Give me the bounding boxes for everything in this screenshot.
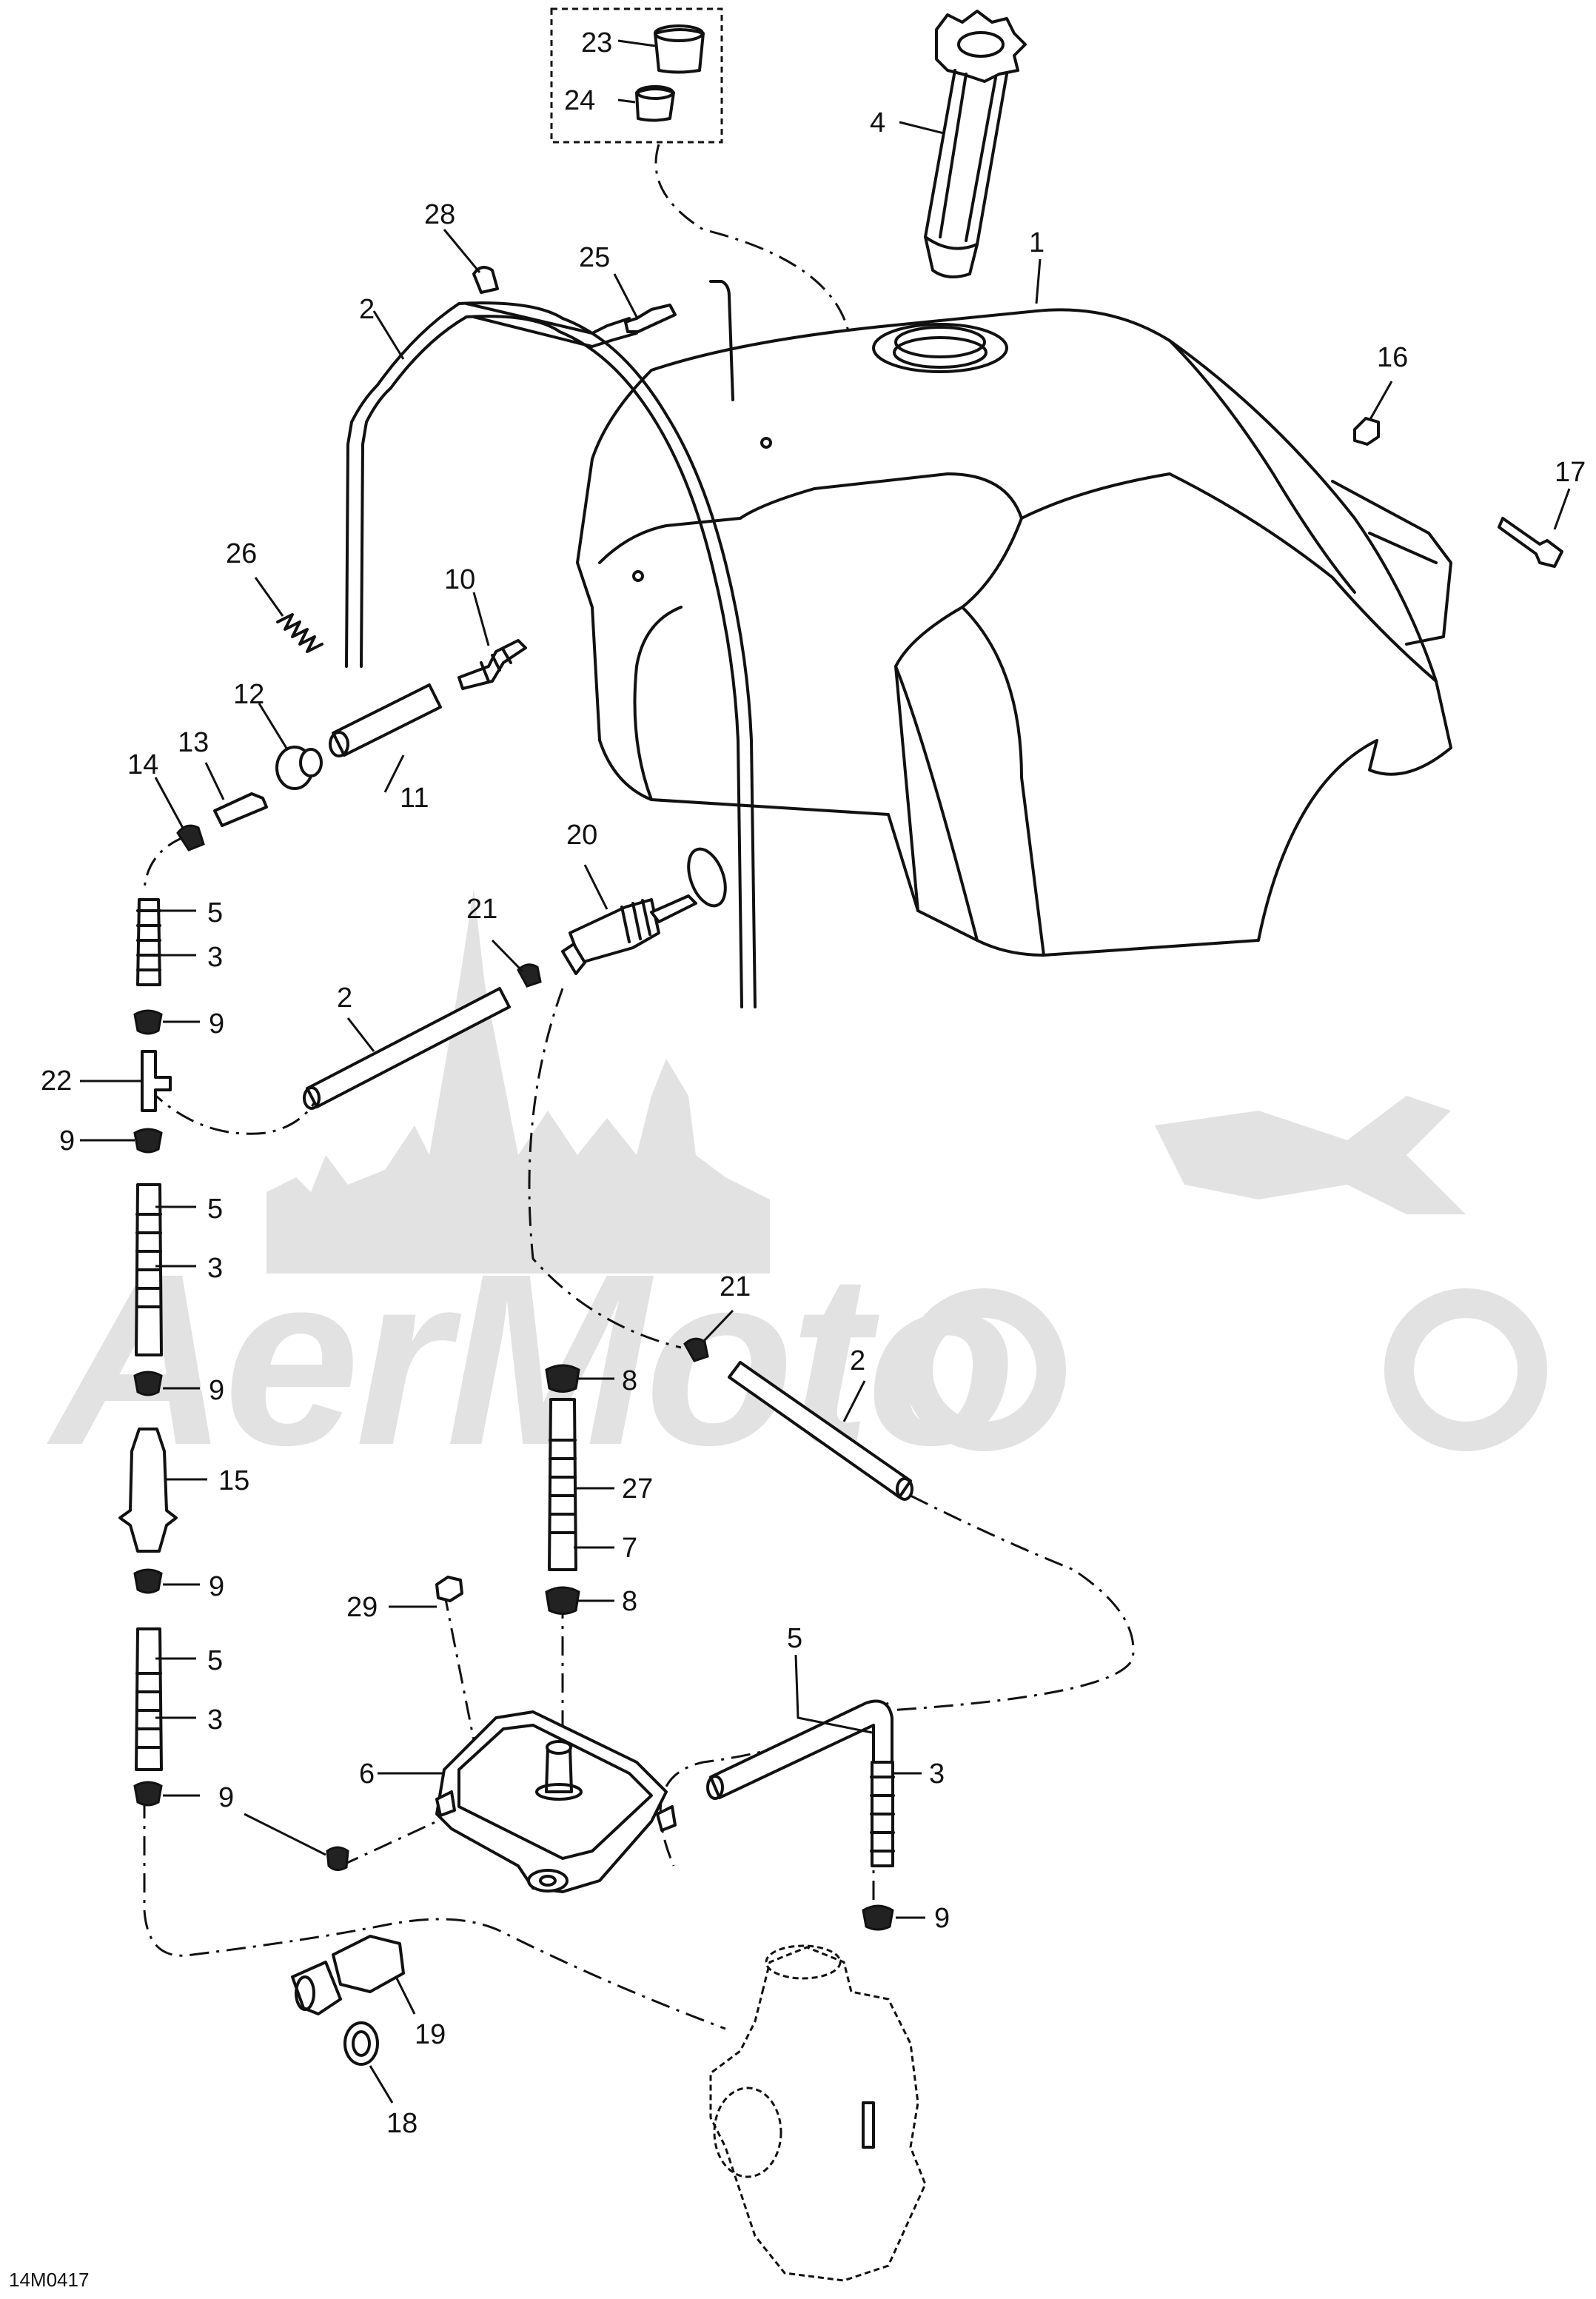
callout-3-c: 3 [207,1704,223,1736]
callout-11: 11 [400,783,429,814]
clamp-21-top [517,963,542,988]
bolt-17 [1498,517,1563,568]
callout-5-d: 5 [787,1623,802,1654]
callout-6: 6 [359,1758,375,1790]
cap-24 [635,85,675,122]
callout-4: 4 [870,107,885,138]
connector-13 [213,792,268,827]
callout-19: 19 [415,2019,446,2050]
callout-2-vent: 2 [359,294,375,325]
callout-18: 18 [386,2108,418,2139]
hose-2-upper [303,987,511,1110]
hose-stack-left [118,898,178,1807]
leader-lines [80,39,1571,2104]
primer-20 [561,847,727,975]
callout-23: 23 [581,27,612,58]
callout-8-a: 8 [622,1365,637,1396]
callout-22: 22 [41,1065,72,1097]
callout-17: 17 [1555,457,1586,488]
callout-21-b: 21 [720,1271,751,1302]
callout-2-lower: 2 [850,1345,865,1376]
clamp-14 [176,824,205,851]
fuel-tank [576,308,1452,957]
callout-29: 29 [346,1592,378,1623]
valve-19 [291,1935,405,2015]
fuel-pump-6 [435,1710,677,1893]
diagram-code: 14M0417 [9,2269,89,2291]
callout-9-d: 9 [209,1571,224,1602]
callout-3-d: 3 [929,1758,945,1790]
callout-3-b: 3 [207,1253,223,1284]
washer-18 [343,2021,379,2066]
callout-5-b: 5 [207,1194,223,1225]
hose-2-lower [728,1361,913,1501]
callout-9-b: 9 [59,1125,75,1157]
callout-27: 27 [622,1473,653,1505]
callout-5-a: 5 [207,897,223,928]
callout-9-e: 9 [218,1782,234,1813]
tube-11 [329,683,442,757]
fuel-gauge-sender [924,10,1027,278]
caps-box [550,7,723,144]
callout-labels: 23 24 4 1 28 25 2 16 17 26 10 12 13 14 1… [9,27,1586,2291]
callout-3-a: 3 [207,942,223,973]
callout-2-upper: 2 [337,983,352,1014]
callout-12: 12 [233,679,264,710]
callout-24: 24 [564,85,595,116]
vent-line [345,280,757,1008]
callout-1: 1 [1029,227,1045,258]
nut-16 [1353,417,1380,446]
callout-9-a: 9 [209,1008,224,1040]
callout-28: 28 [424,199,455,230]
callout-15: 15 [218,1465,249,1496]
nut-29 [435,1576,463,1602]
callout-9-c: 9 [209,1375,224,1406]
callout-21-a: 21 [466,894,497,925]
callout-25: 25 [579,242,610,273]
callout-13: 13 [178,727,209,758]
clamp-9-pump [326,1846,349,1871]
callout-26: 26 [226,538,257,569]
callout-9-f: 9 [934,1903,950,1934]
hose-5-right [706,1699,895,1931]
callout-5-c: 5 [207,1645,223,1676]
callout-16: 16 [1377,342,1408,373]
grommet-12 [275,746,323,790]
callout-7: 7 [622,1533,637,1564]
callout-20: 20 [566,820,597,851]
clamp-21-lower [683,1337,709,1362]
callout-10: 10 [444,564,475,595]
spring-26 [276,613,323,653]
cap-23 [654,24,705,74]
hose-27 [545,1364,580,1615]
fitting-10 [457,639,527,690]
check-valve-25 [624,304,677,333]
callout-14: 14 [127,749,158,780]
clip-28 [472,266,499,294]
carburetor [709,1944,927,2282]
callout-8-b: 8 [622,1586,637,1617]
